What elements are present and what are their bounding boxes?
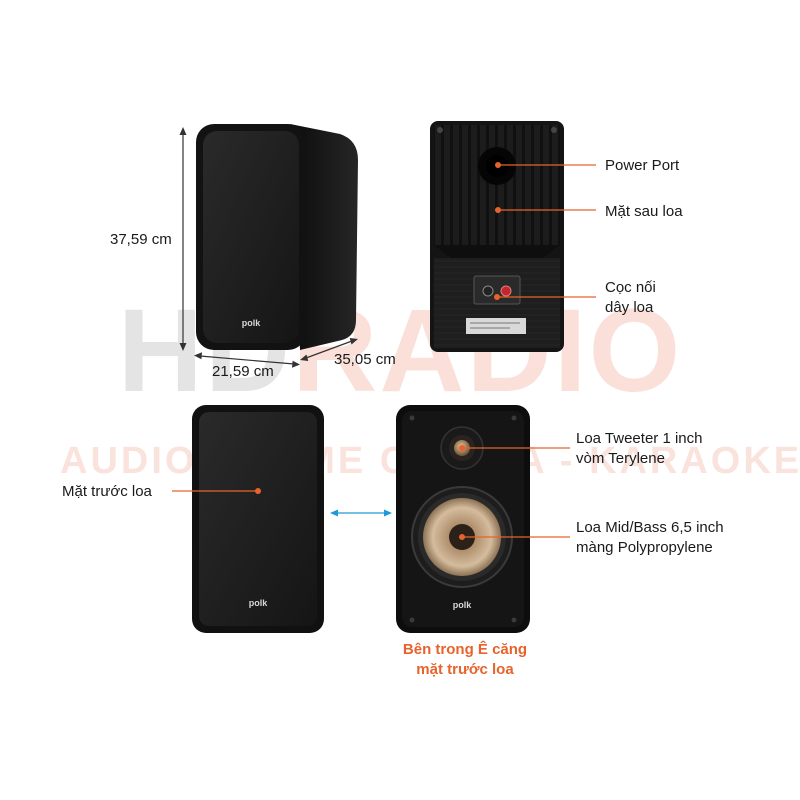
terminal-black [482,285,494,297]
speaker-angled-view: polk [196,124,358,350]
polk-logo-baffle: polk [453,600,472,610]
screw-icon [551,127,557,133]
blue-double-arrow [330,509,392,517]
callout-power-port: Power Port [605,157,680,174]
callout-tweeter-line2: vòm Terylene [576,450,665,467]
callout-tweeter: Loa Tweeter 1 inch vòm Terylene [576,429,702,469]
front-grille [199,412,317,626]
callout-dot [459,445,465,451]
callout-dot [255,488,261,494]
width-arrow-head-right [292,360,300,368]
front-grille-angled [203,131,299,343]
dimension-arrows [179,127,358,368]
speaker-front-drivers-view: polk [396,405,530,633]
width-arrow-head-left [194,352,202,360]
blue-arrow-head-left [330,509,338,517]
screw-icon [409,617,415,623]
callout-front-grille: Mặt trước loa [62,483,152,500]
caption-line2: mặt trước loa [416,661,514,678]
screw-icon [511,415,517,421]
screw-icon [409,415,415,421]
caption-line1: Bên trong Ê căng [402,641,528,658]
callout-dot [495,207,501,213]
callout-dot [494,294,500,300]
dimension-width-label: 21,59 cm [212,363,274,380]
depth-arrow-head-right [349,338,358,345]
depth-arrow-line [305,340,353,359]
rear-label-sticker [466,318,526,334]
callout-terminal-line2: dây loa [605,299,654,316]
caption-inside-grille: Bên trong Ê căng mặt trước loa [360,640,570,680]
callout-rear: Mặt sau loa [605,203,683,220]
screw-icon [511,617,517,623]
rear-ledge [434,245,560,260]
depth-arrow-head-left [300,354,309,361]
polk-logo-angled: polk [242,318,261,328]
screw-icon [437,127,443,133]
callout-dot [495,162,501,168]
blue-arrow-head-right [384,509,392,517]
height-arrow-head-bottom [179,343,187,351]
polk-logo-grille: polk [249,598,268,608]
callout-dot [459,534,465,540]
callout-terminal-line1: Cọc nối [605,279,656,296]
width-arrow-line [199,355,295,365]
speaker-front-grille-view: polk [192,405,324,633]
callout-woofer: Loa Mid/Bass 6,5 inch màng Polypropylene [576,518,724,558]
callout-terminal: Cọc nối dây loa [605,278,656,318]
height-arrow-head-top [179,127,187,135]
callout-woofer-line1: Loa Mid/Bass 6,5 inch [576,519,724,536]
speaker-rear-view [430,121,564,352]
callout-tweeter-line1: Loa Tweeter 1 inch [576,430,703,447]
callout-woofer-line2: màng Polypropylene [576,539,713,556]
dimension-height-label: 37,59 cm [110,231,172,248]
dimension-depth-label: 35,05 cm [334,351,396,368]
terminal-red [500,285,512,297]
cabinet-side [290,124,358,350]
callout-leaders [172,162,596,540]
